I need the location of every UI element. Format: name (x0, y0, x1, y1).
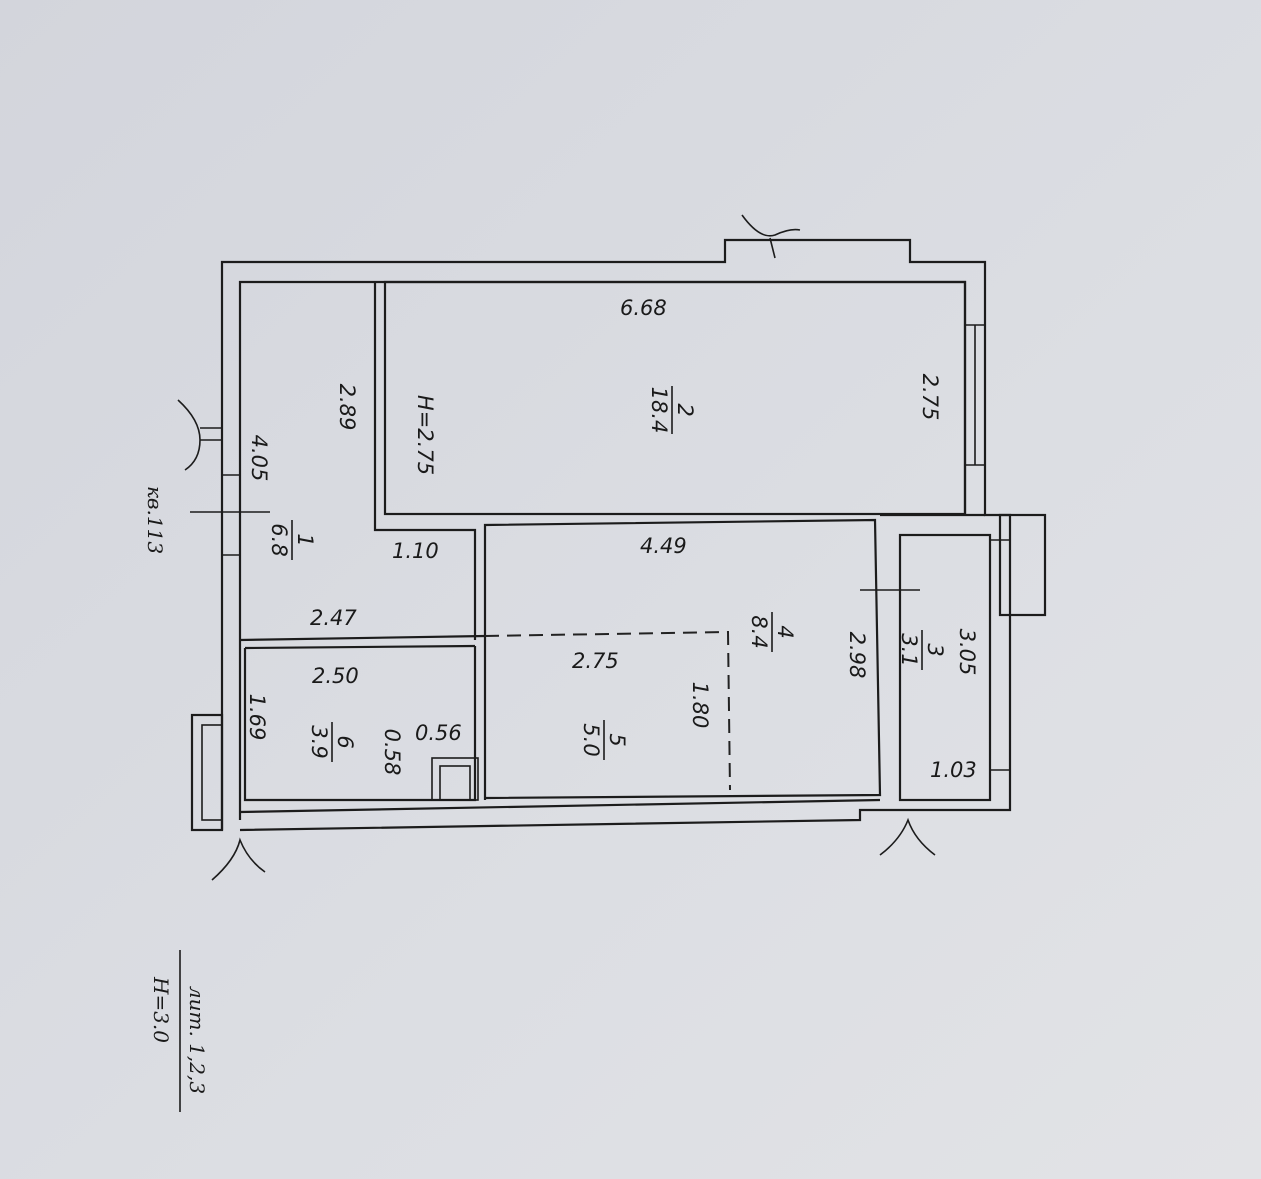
room-area: 6.8 (267, 523, 291, 556)
room-label-6: 6 3.9 (307, 722, 357, 762)
dim-r6-width: 1.69 (245, 694, 269, 741)
legend: лит. 1,2,3 H=3.0 (149, 950, 209, 1112)
dim-shaft-h: 0.58 (380, 729, 404, 776)
dim-r6-length: 2.50 (312, 664, 359, 688)
room-number: 6 (333, 735, 357, 748)
dim-r3-length: 3.05 (955, 629, 979, 676)
dim-shaft-w: 0.56 (415, 721, 462, 745)
dim-r1-top: 1.10 (392, 539, 439, 563)
legend-bottom: H=3.0 (149, 976, 173, 1043)
dim-r4-width: 2.98 (845, 632, 869, 679)
room-number: 1 (293, 533, 317, 546)
room-area: 3.1 (897, 633, 921, 666)
legend-top: лит. 1,2,3 (185, 986, 209, 1094)
room-area: 18.4 (647, 387, 671, 434)
room-area: 5.0 (579, 723, 603, 756)
dim-r5-length: 2.75 (572, 649, 619, 673)
room-area: 8.4 (747, 615, 771, 648)
dim-r2-length: 6.68 (620, 296, 667, 320)
walls (190, 238, 1047, 832)
room-label-5: 5 5.0 (579, 720, 629, 760)
room-number: 5 (605, 733, 629, 746)
dim-r1-length: 4.05 (247, 435, 271, 482)
break-marks (177, 214, 936, 881)
ceiling-height: H=2.75 (413, 395, 437, 475)
room-label-1: 1 6.8 (267, 520, 317, 560)
apartment-label: кв.113 (143, 486, 167, 554)
room-number: 2 (673, 403, 697, 416)
dim-r1-bottom: 2.47 (310, 606, 357, 630)
room-label-4: 4 8.4 (747, 612, 797, 652)
dim-r4-length: 4.49 (640, 534, 687, 558)
room-number: 4 (773, 625, 797, 638)
dim-r2-width: 2.75 (918, 374, 942, 421)
dim-r2-left: 2.89 (335, 384, 359, 431)
room-area: 3.9 (307, 725, 331, 758)
dim-r5-width: 1.80 (688, 682, 712, 729)
room-label-2: 2 18.4 (647, 386, 697, 434)
room-number: 3 (923, 643, 947, 656)
room-label-3: 3 3.1 (897, 630, 947, 670)
dim-r3-width: 1.03 (930, 758, 977, 782)
